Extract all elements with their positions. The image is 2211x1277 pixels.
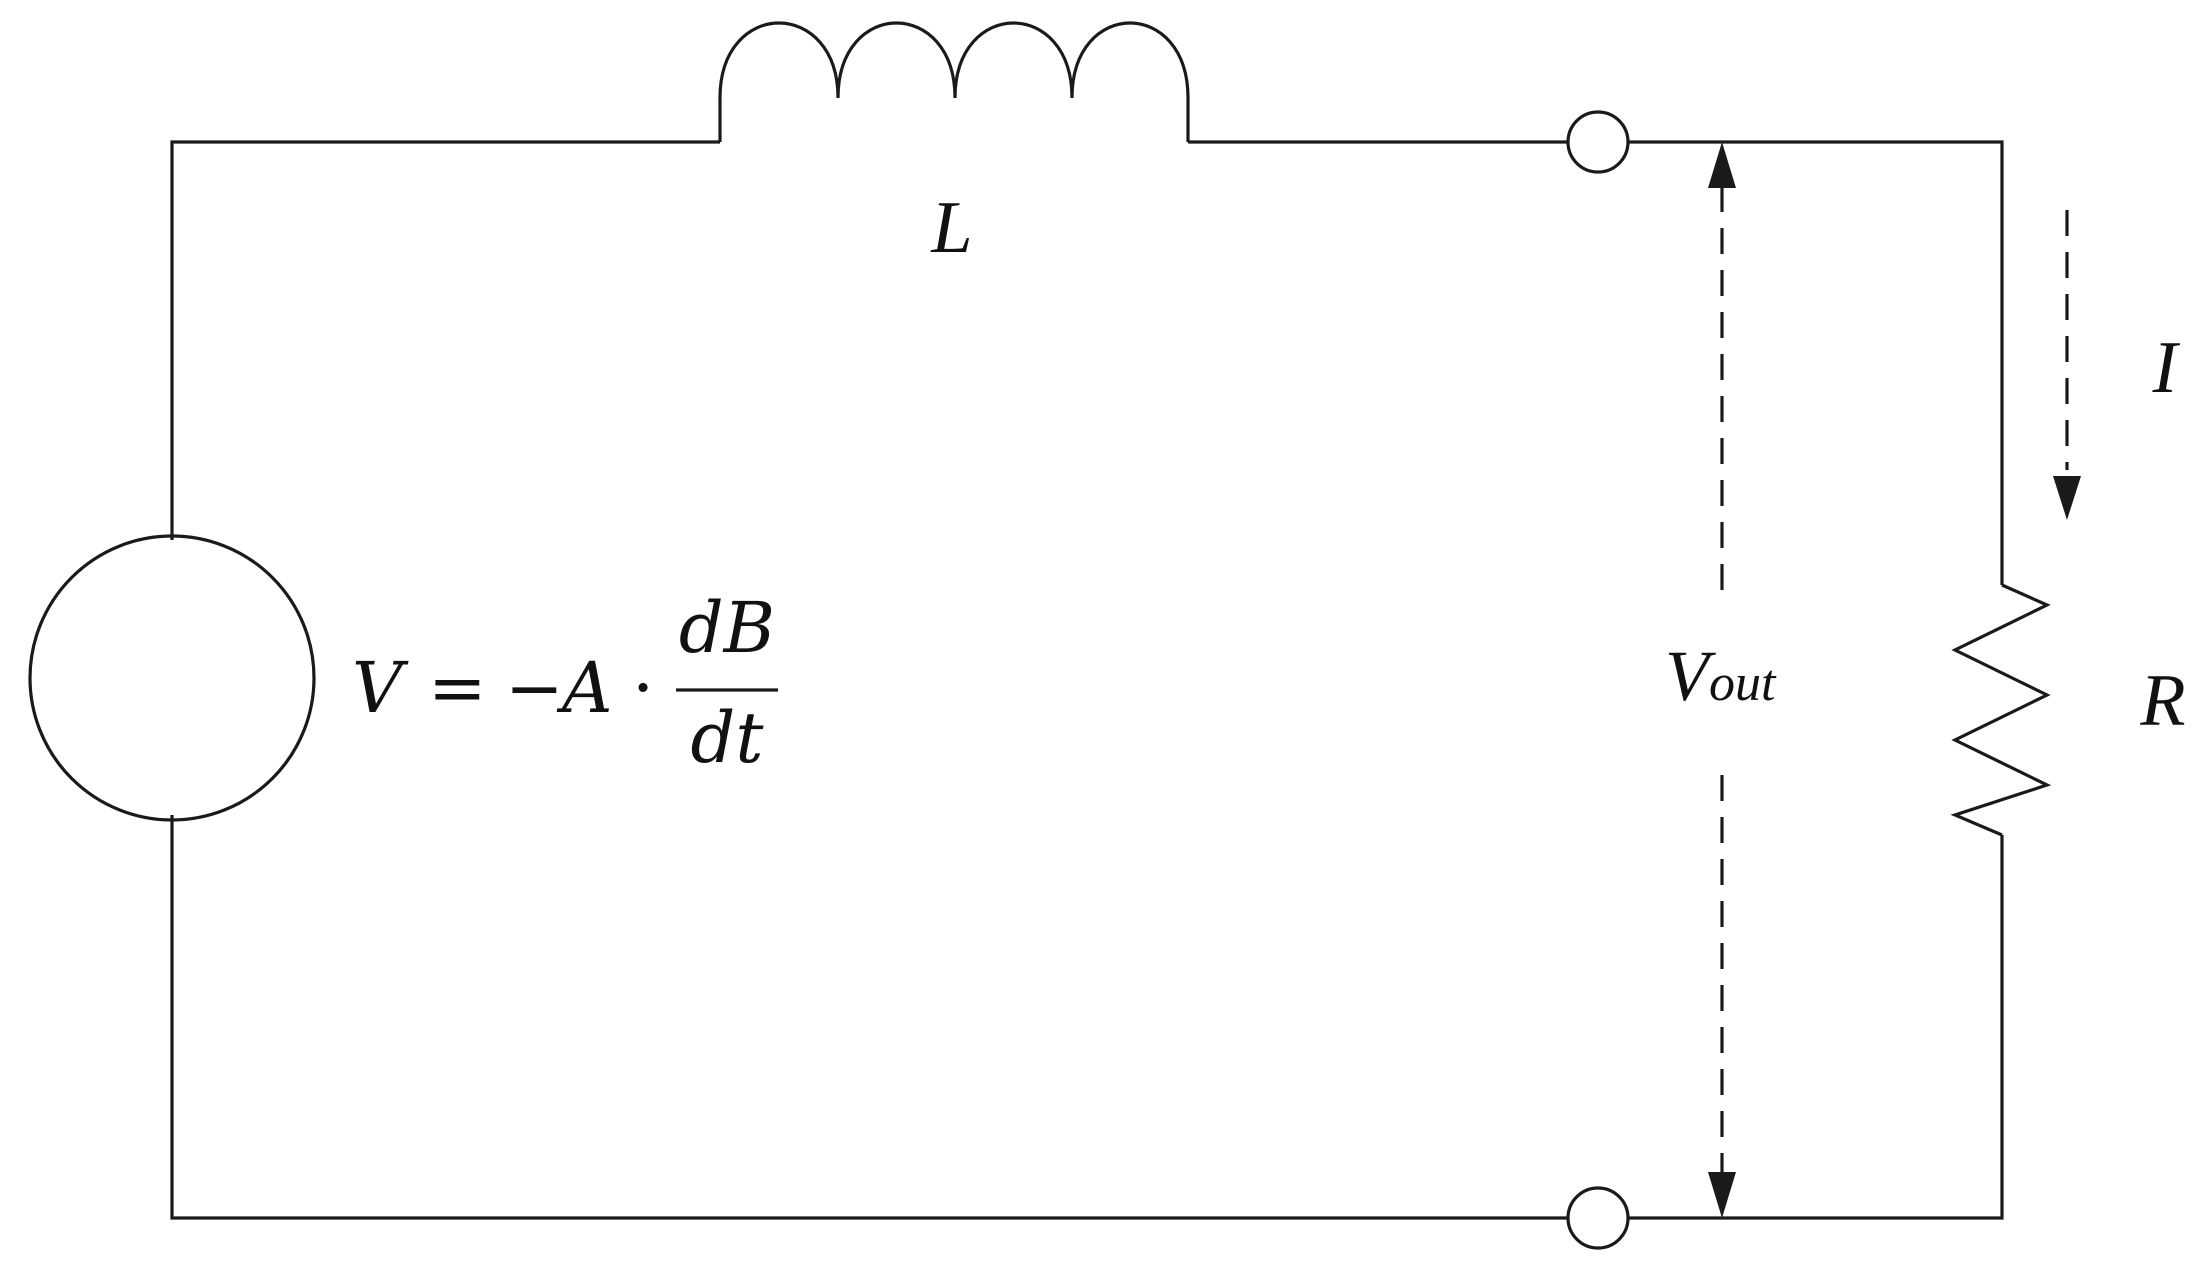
equation-lhs: V	[352, 647, 409, 729]
equation-denominator: dt	[691, 697, 765, 779]
equation-equals: =	[428, 647, 487, 729]
equation-numerator: dB	[679, 587, 775, 669]
equation-minus: −	[505, 647, 564, 729]
left-top-wire	[170, 140, 720, 540]
resistor-zigzag-icon	[1950, 583, 2052, 837]
voltage-source-icon	[28, 534, 316, 822]
vout-label-main: V	[1665, 636, 1716, 716]
right-bottom-wire	[1624, 835, 2004, 1220]
source-equation: V = − A · dB dt	[352, 587, 778, 779]
inductor-label: L	[930, 187, 972, 269]
right-top-wire	[1624, 140, 2004, 585]
vout-arrow-icon	[1708, 142, 1736, 1218]
equation-coefficient: A	[556, 647, 613, 729]
current-label: I	[2152, 327, 2181, 409]
vout-label-subscript: out	[1709, 655, 1777, 712]
left-bottom-wire	[170, 815, 1572, 1220]
resistor-label: R	[2139, 660, 2185, 742]
equation-dot: ·	[632, 647, 654, 729]
vout-label: Vout	[1665, 636, 1777, 716]
inductor-coil-icon	[718, 21, 1190, 142]
current-arrow-icon	[2053, 210, 2081, 520]
terminal-bottom-icon	[1566, 1186, 1630, 1250]
terminal-top-icon	[1566, 110, 1630, 174]
